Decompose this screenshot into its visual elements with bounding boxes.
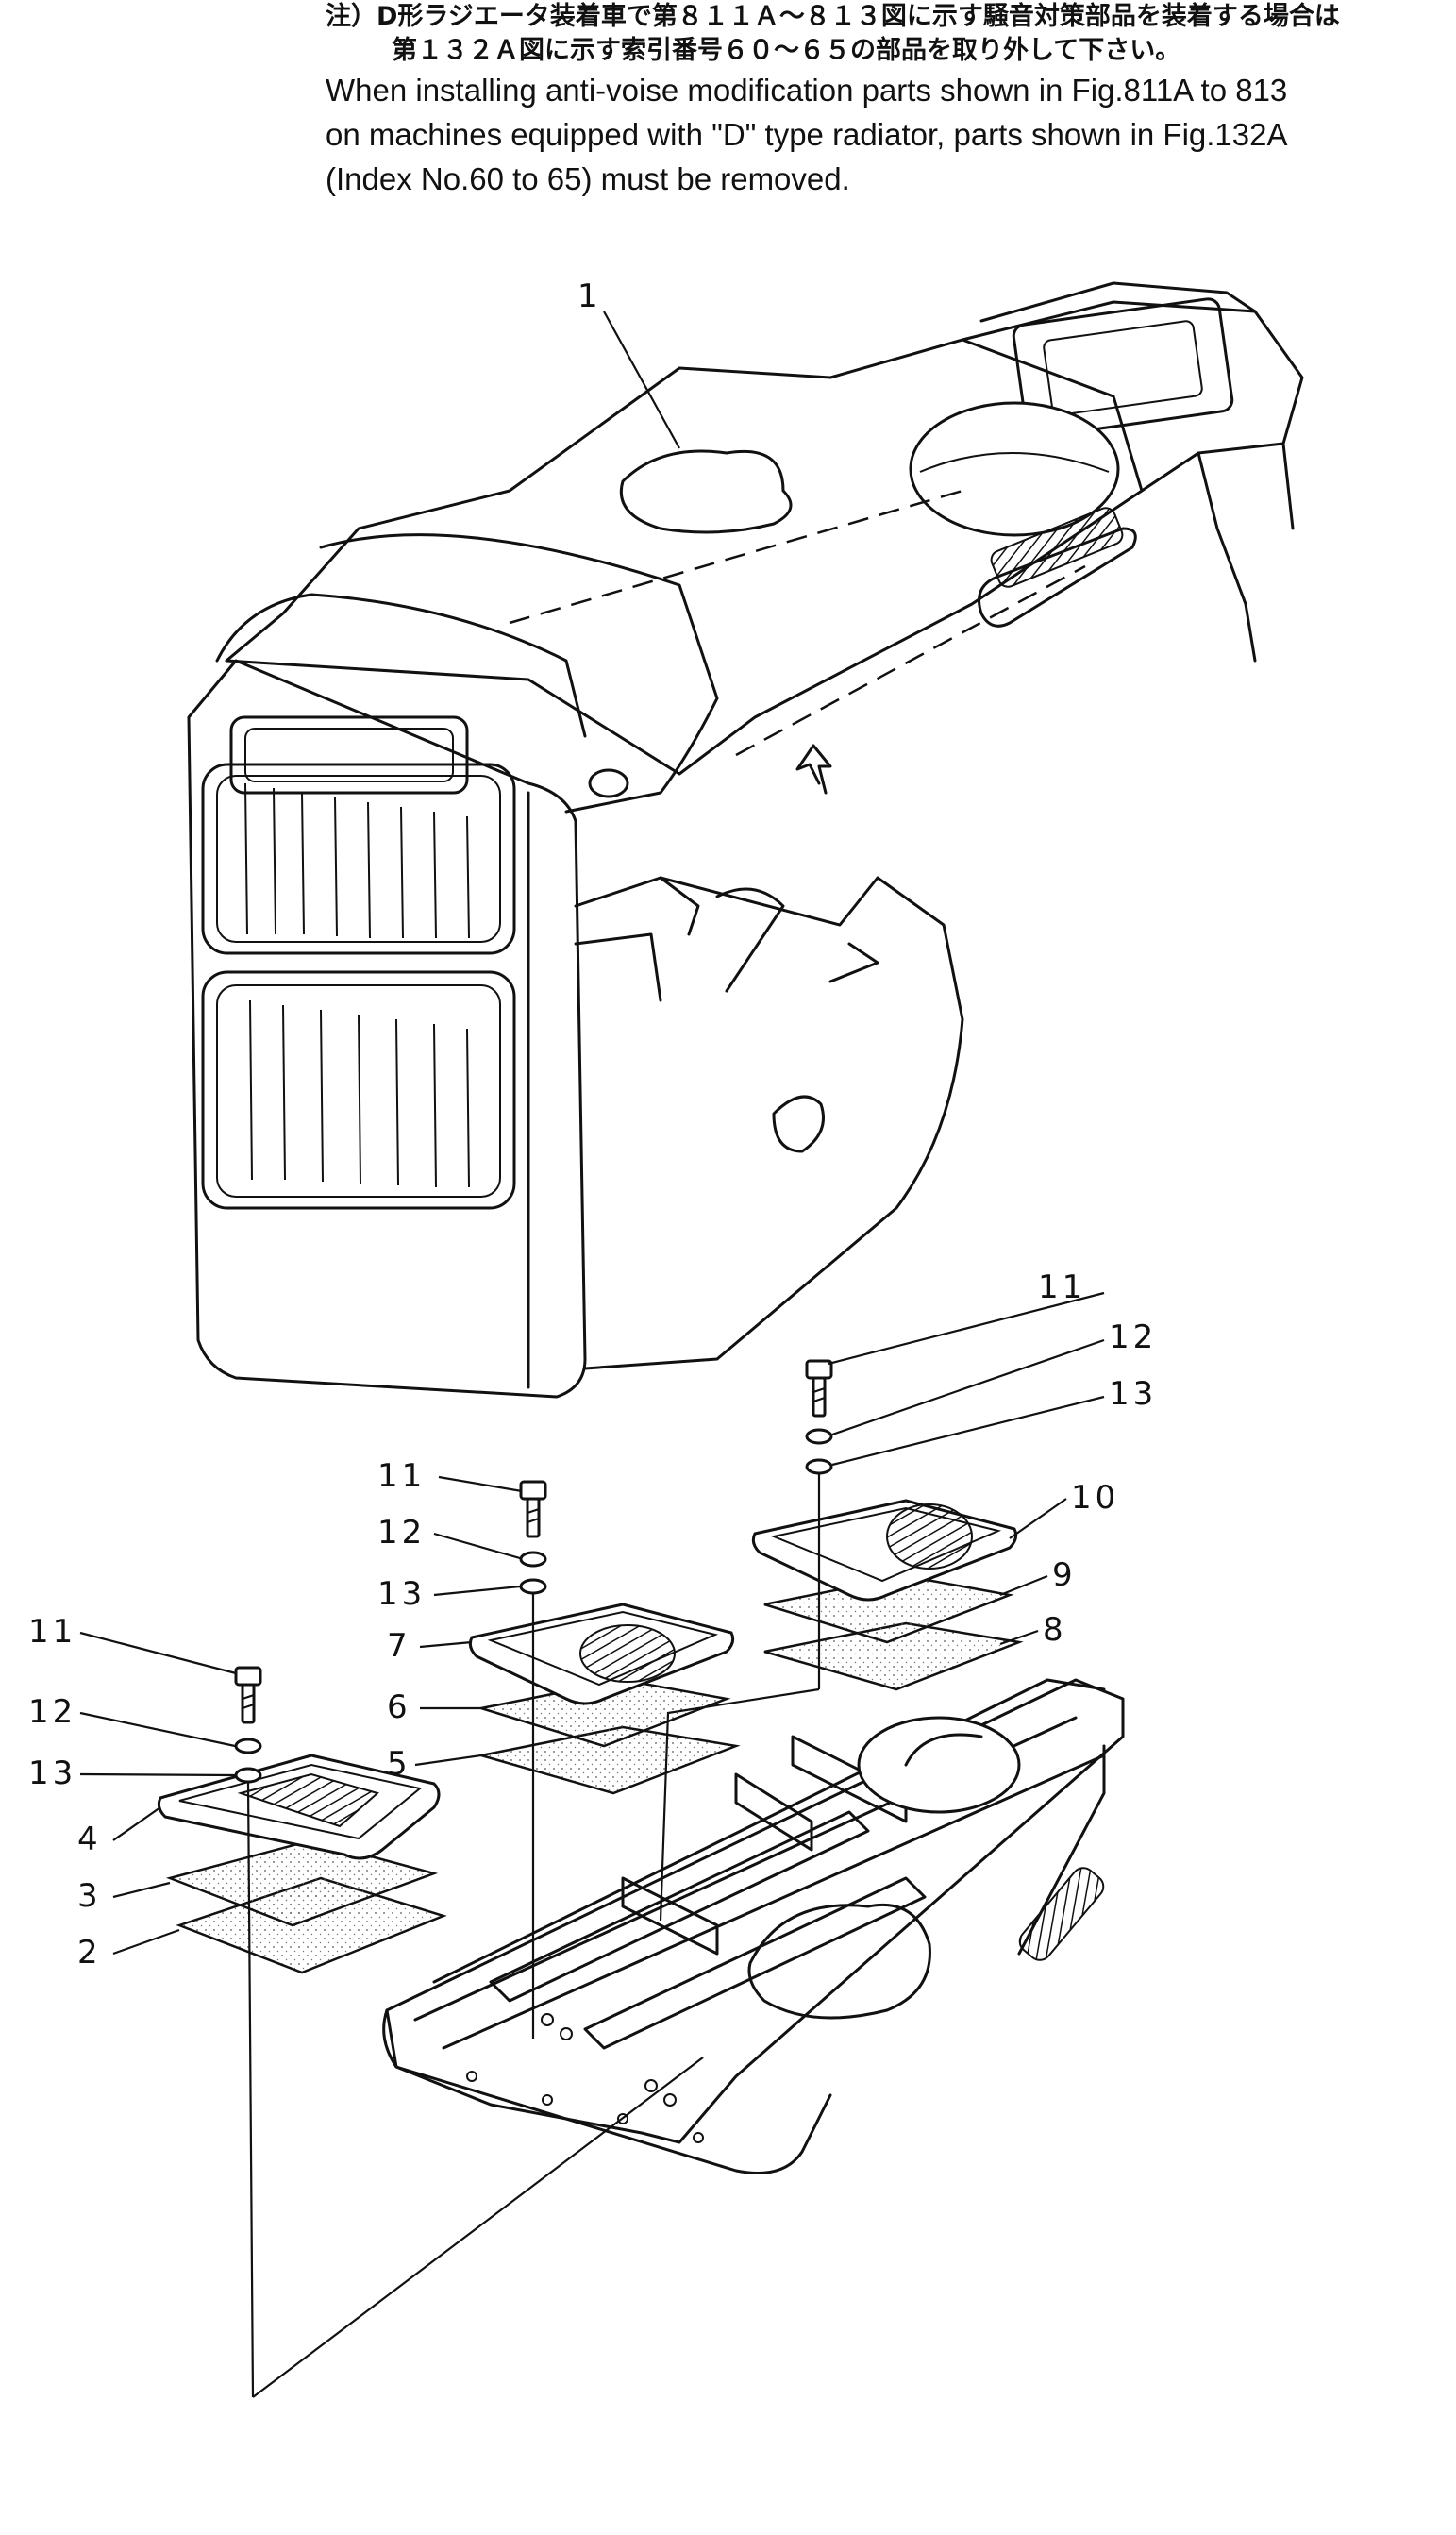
note-japanese-line-2: 第１３２Ａ図に示す索引番号６０～６５の部品を取り外して下さい。 bbox=[392, 36, 1181, 65]
note-english-line-1: When installing anti-voise modification … bbox=[326, 73, 1288, 108]
engine-hood-assembly bbox=[187, 281, 1304, 1399]
callout-9: 9 bbox=[1052, 1556, 1077, 1594]
callout-2: 2 bbox=[77, 1934, 102, 1972]
plate-set-left bbox=[157, 1754, 447, 1974]
callout-11-left: 11 bbox=[28, 1613, 76, 1651]
callout-12-left: 12 bbox=[28, 1693, 76, 1731]
callout-6: 6 bbox=[387, 1688, 411, 1726]
callout-10: 10 bbox=[1071, 1479, 1119, 1517]
callout-12-middle: 12 bbox=[377, 1514, 426, 1552]
callout-13-middle: 13 bbox=[377, 1575, 426, 1613]
callout-12-right: 12 bbox=[1109, 1318, 1157, 1356]
callout-7: 7 bbox=[387, 1627, 411, 1665]
under-cover-frame bbox=[382, 1678, 1125, 2174]
note-english-line-2: on machines equipped with "D" type radia… bbox=[326, 117, 1288, 152]
callout-13-right: 13 bbox=[1109, 1375, 1157, 1413]
bolt-set-left bbox=[234, 1666, 262, 1784]
installation-note: 注）D形ラジエータ装着車で第８１１Ａ～８１３図に示す騒音対策部品を装着する場合は… bbox=[326, 0, 1439, 201]
callout-leaders bbox=[79, 311, 1105, 1956]
lower-grille-bars bbox=[249, 999, 470, 1188]
bolt-set-middle bbox=[519, 1480, 547, 1595]
note-english-line-3: (Index No.60 to 65) must be removed. bbox=[326, 161, 850, 196]
callout-11-middle: 11 bbox=[377, 1457, 426, 1495]
callout-1: 1 bbox=[577, 277, 602, 315]
assembly-leaders bbox=[246, 1472, 821, 2398]
callout-13-left: 13 bbox=[28, 1754, 76, 1792]
upper-grille-bars bbox=[244, 782, 470, 939]
callout-5: 5 bbox=[387, 1745, 411, 1783]
callout-8: 8 bbox=[1043, 1611, 1067, 1649]
plate-set-middle bbox=[468, 1603, 741, 1795]
callout-3: 3 bbox=[77, 1877, 102, 1915]
callout-4: 4 bbox=[77, 1821, 102, 1858]
plate-set-right bbox=[751, 1499, 1024, 1691]
callout-11-right: 11 bbox=[1038, 1268, 1086, 1306]
note-japanese-line-1: 注）D形ラジエータ装着車で第８１１Ａ～８１３図に示す騒音対策部品を装着する場合は bbox=[326, 2, 1340, 31]
bolt-set-right bbox=[805, 1359, 833, 1475]
